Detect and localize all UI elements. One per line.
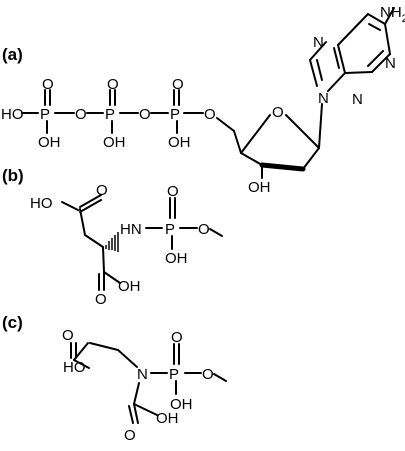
- c-p-label: P: [169, 366, 179, 383]
- c-p-oxo-label: O: [171, 329, 183, 346]
- n9-label: N: [318, 90, 329, 107]
- c-acid2-oh-label: OH: [156, 410, 179, 427]
- b-p-link-o-label: O: [198, 221, 210, 238]
- p3-oh-label: OH: [168, 134, 191, 151]
- p1-oh-label: OH: [38, 134, 61, 151]
- n3-label: N: [352, 91, 363, 108]
- c-acid1-ho-label: HO: [63, 359, 86, 376]
- p3-label: P: [170, 106, 180, 123]
- p2-oxo-label: O: [107, 76, 119, 93]
- c-n-label: N: [137, 366, 148, 383]
- b-acid2-oxo-label: O: [95, 291, 107, 308]
- n1-label: N: [385, 55, 396, 72]
- b-hn-label: HN: [120, 221, 142, 238]
- panel-b: (b) HO O HN P O O OH O OH: [2, 166, 223, 308]
- bridge-o2-label: O: [139, 106, 151, 123]
- b-p-label: P: [165, 221, 175, 238]
- b-acid-ho-label: HO: [30, 195, 53, 212]
- panel-c-label: (c): [2, 313, 23, 332]
- c-p-link-o-label: O: [202, 366, 214, 383]
- ester-o-label: O: [204, 106, 216, 123]
- panel-a-label: (a): [2, 45, 23, 64]
- p1-oxo-label: O: [42, 76, 54, 93]
- p3-oxo-label: O: [172, 76, 184, 93]
- panel-c: (c) O HO N P O O OH O OH: [2, 313, 227, 444]
- c-acid1-oxo-label: O: [62, 327, 74, 344]
- c-p-oh-label: OH: [170, 396, 193, 413]
- c-acid2-oxo-label: O: [124, 427, 136, 444]
- ring-o-label: O: [272, 104, 284, 121]
- panel-a: (a): [1, 4, 405, 196]
- b-p-oxo-label: O: [167, 183, 179, 200]
- p2-label: P: [105, 106, 115, 123]
- bridge-o1-label: O: [75, 106, 87, 123]
- b-p-oh-label: OH: [165, 250, 188, 267]
- n7-label: N: [313, 34, 324, 51]
- sugar-oh-label: OH: [248, 179, 271, 196]
- p2-oh-label: OH: [103, 134, 126, 151]
- amine-label: NH2: [380, 4, 405, 25]
- panel-b-label: (b): [2, 166, 24, 185]
- b-acid-oxo-label: O: [96, 182, 108, 199]
- p1-label: P: [40, 106, 50, 123]
- terminal-ho-label: HO: [1, 106, 24, 123]
- b-acid2-oh-label: OH: [118, 278, 141, 295]
